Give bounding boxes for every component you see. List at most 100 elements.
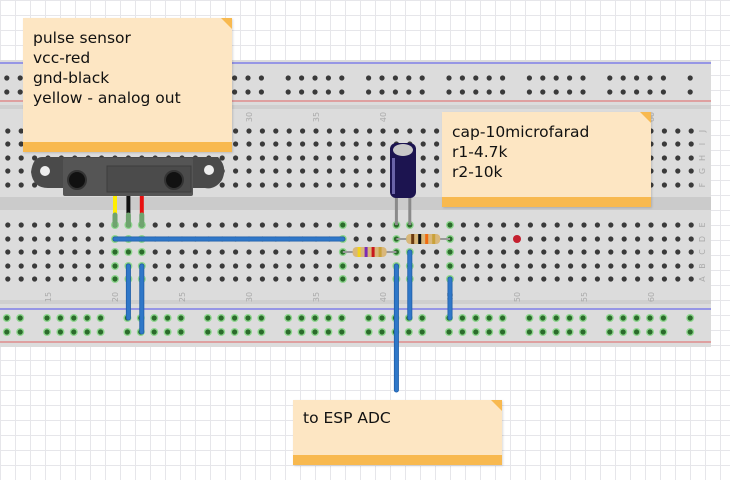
breadboard-hole[interactable] [233,128,239,134]
breadboard-hole[interactable] [192,263,198,269]
breadboard-hole[interactable] [246,222,252,228]
breadboard-hole[interactable] [326,182,332,188]
breadboard-hole[interactable] [300,182,306,188]
breadboard-hole[interactable] [99,249,105,255]
breadboard-hole[interactable] [313,168,319,174]
breadboard-hole[interactable] [661,168,668,174]
breadboard-hole[interactable] [487,236,493,242]
breadboard-hole[interactable] [259,182,265,188]
breadboard-hole[interactable] [501,276,507,282]
breadboard-hole[interactable] [166,263,172,269]
breadboard-hole[interactable] [246,128,252,134]
breadboard-hole[interactable] [367,128,373,134]
breadboard-hole[interactable] [501,236,507,242]
breadboard-hole[interactable] [353,155,359,161]
rail-hole[interactable] [607,329,613,335]
breadboard-hole[interactable] [340,263,346,269]
rail-hole[interactable] [325,75,331,81]
breadboard-hole[interactable] [179,249,185,255]
breadboard-hole[interactable] [635,236,641,242]
breadboard-hole[interactable] [380,168,386,174]
rail-hole[interactable] [392,75,398,81]
breadboard-hole[interactable] [675,236,681,242]
rail-hole[interactable] [620,329,626,335]
rail-hole[interactable] [151,329,157,335]
rail-hole[interactable] [258,89,264,95]
breadboard-hole[interactable] [434,276,440,282]
breadboard-hole[interactable] [58,263,64,269]
breadboard-hole[interactable] [688,222,694,228]
rail-hole[interactable] [57,315,64,321]
rail-hole[interactable] [473,89,479,95]
breadboard-hole[interactable] [112,249,118,255]
breadboard-hole[interactable] [286,141,292,147]
breadboard-hole[interactable] [661,141,668,147]
breadboard-hole[interactable] [18,168,24,174]
breadboard-hole[interactable] [246,168,252,174]
breadboard-hole[interactable] [367,222,373,228]
breadboard-hole[interactable] [300,222,306,228]
rail-hole[interactable] [44,329,50,335]
breadboard-hole[interactable] [380,182,386,188]
breadboard-hole[interactable] [380,263,386,269]
rail-hole[interactable] [165,329,171,335]
breadboard-hole[interactable] [688,236,694,242]
rail-hole[interactable] [366,329,372,335]
rail-hole[interactable] [299,89,305,95]
breadboard-hole[interactable] [474,263,480,269]
breadboard-hole[interactable] [487,263,493,269]
breadboard-hole[interactable] [166,276,172,282]
breadboard-hole[interactable] [18,263,24,269]
breadboard-hole[interactable] [58,249,64,255]
breadboard-hole[interactable] [300,141,306,147]
note-text[interactable]: to ESP ADC [303,408,391,428]
rail-hole[interactable] [553,89,559,95]
breadboard-hole[interactable] [313,128,319,134]
breadboard-hole[interactable] [286,263,292,269]
breadboard-hole[interactable] [31,276,38,282]
breadboard-hole[interactable] [233,168,239,174]
breadboard-hole[interactable] [353,141,359,147]
breadboard-hole[interactable] [326,155,332,161]
rail-hole[interactable] [607,75,613,81]
breadboard-hole[interactable] [45,276,51,282]
breadboard-hole[interactable] [420,141,426,147]
breadboard-hole[interactable] [581,276,587,282]
rail-hole[interactable] [285,329,291,335]
breadboard-hole[interactable] [621,222,627,228]
breadboard-hole[interactable] [541,249,547,255]
rail-hole[interactable] [473,315,479,321]
breadboard-hole[interactable] [554,249,560,255]
rail-hole[interactable] [232,89,238,95]
breadboard-hole[interactable] [340,276,346,282]
breadboard-hole[interactable] [233,182,239,188]
rail-hole[interactable] [567,315,573,321]
breadboard-hole[interactable] [434,182,440,188]
breadboard-hole[interactable] [675,249,681,255]
rail-hole[interactable] [634,329,640,335]
rail-hole[interactable] [459,329,465,335]
breadboard-hole[interactable] [527,249,534,255]
breadboard-hole[interactable] [18,249,24,255]
breadboard-hole[interactable] [541,236,547,242]
rail-hole[interactable] [325,315,331,321]
breadboard-hole[interactable] [581,222,587,228]
rail-hole[interactable] [500,329,506,335]
breadboard-hole[interactable] [380,141,386,147]
breadboard-hole[interactable] [434,128,440,134]
breadboard-hole[interactable] [259,249,265,255]
breadboard-hole[interactable] [72,276,78,282]
breadboard-hole[interactable] [233,141,239,147]
rail-hole[interactable] [379,315,385,321]
breadboard-hole[interactable] [541,276,547,282]
breadboard-hole[interactable] [326,276,332,282]
rail-hole[interactable] [312,75,318,81]
rail-hole[interactable] [526,315,533,321]
rail-hole[interactable] [540,75,546,81]
breadboard-hole[interactable] [192,249,198,255]
breadboard-hole[interactable] [594,276,601,282]
breadboard-hole[interactable] [527,263,534,269]
rail-hole[interactable] [245,329,251,335]
breadboard-hole[interactable] [675,128,681,134]
rail-hole[interactable] [446,329,452,335]
